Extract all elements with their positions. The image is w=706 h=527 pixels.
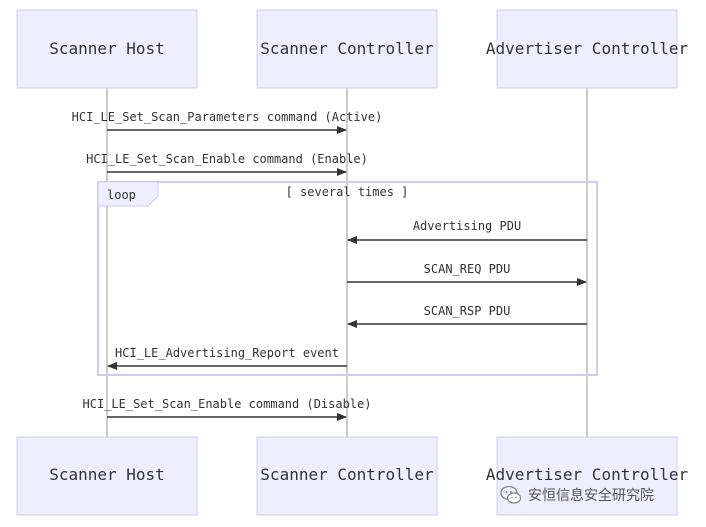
message-scan-enable-off: HCI_LE_Set_Scan_Enable command (Disable) — [83, 397, 372, 421]
message-label: Advertising PDU — [413, 219, 521, 233]
message-label: SCAN_REQ PDU — [424, 262, 511, 276]
participant-advertiser-controller-top: Advertiser Controller — [486, 9, 689, 89]
participant-scanner-host-bottom: Scanner Host — [16, 436, 198, 516]
loop-frame: loop [ several times ] — [97, 181, 598, 376]
wechat-icon — [500, 485, 522, 504]
message-label: HCI_LE_Set_Scan_Enable command (Disable) — [83, 397, 372, 411]
watermark-text: 安恒信息安全研究院 — [528, 488, 654, 504]
message-set-scan-parameters: HCI_LE_Set_Scan_Parameters command (Acti… — [72, 110, 383, 134]
message-advertising-report: HCI_LE_Advertising_Report event — [107, 346, 347, 370]
participant-advertiser-controller-bottom: Advertiser Controller — [486, 436, 689, 516]
message-label: HCI_LE_Set_Scan_Enable command (Enable) — [86, 152, 368, 166]
loop-keyword: loop — [107, 188, 136, 202]
message-label: HCI_LE_Set_Scan_Parameters command (Acti… — [72, 110, 383, 124]
participant-scanner-controller-top: Scanner Controller — [256, 9, 438, 89]
message-label: SCAN_RSP PDU — [424, 304, 511, 318]
message-scan-enable-on: HCI_LE_Set_Scan_Enable command (Enable) — [86, 152, 368, 176]
participant-label: Advertiser Controller — [486, 465, 689, 484]
message-scan-req: SCAN_REQ PDU — [347, 262, 587, 286]
participant-label: Scanner Controller — [260, 465, 434, 484]
loop-condition: [ several times ] — [286, 185, 409, 199]
participant-label: Scanner Host — [49, 465, 165, 484]
message-advertising-pdu: Advertising PDU — [347, 219, 587, 244]
message-label: HCI_LE_Advertising_Report event — [115, 346, 339, 360]
participant-label: Advertiser Controller — [486, 39, 689, 58]
participant-scanner-host-top: Scanner Host — [16, 9, 198, 89]
participant-label: Scanner Host — [49, 39, 165, 58]
message-scan-rsp: SCAN_RSP PDU — [347, 304, 587, 328]
participant-scanner-controller-bottom: Scanner Controller — [256, 436, 438, 516]
participant-label: Scanner Controller — [260, 39, 434, 58]
watermark: 安恒信息安全研究院 — [500, 484, 654, 506]
